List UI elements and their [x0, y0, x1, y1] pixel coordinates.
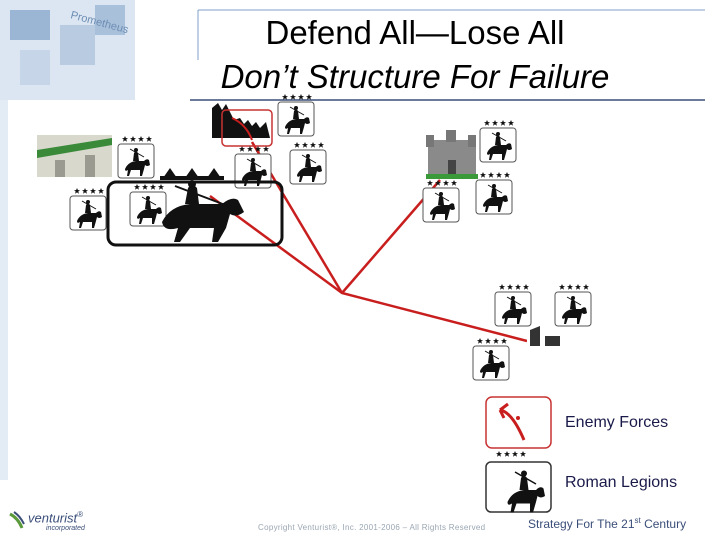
corner-collage-image: Prometheus: [0, 0, 135, 480]
legion-unit: [70, 188, 106, 230]
footer-tagline: Strategy For The 21st Century: [528, 516, 687, 531]
legion-unit: [555, 284, 591, 326]
legion-unit: [480, 120, 516, 162]
small-ruin-icon: [527, 326, 561, 348]
legend-roman-icon: [485, 451, 552, 514]
logo-subtext: incorporated: [46, 525, 85, 532]
legend-enemy-label: Enemy Forces: [565, 414, 669, 431]
slide-title: Defend All—Lose All: [265, 14, 565, 51]
copyright-text: Copyright Venturist®, Inc. 2001-2006 – A…: [258, 523, 486, 532]
legion-unit: [290, 142, 326, 184]
pawn-row-icon: [160, 168, 224, 180]
legion-unit: [476, 172, 512, 214]
ruined-castle-icon: [212, 103, 270, 138]
legion-unit: [130, 184, 166, 226]
legion-unit: [495, 284, 531, 326]
legion-unit: [118, 136, 154, 178]
slide-subtitle: Don’t Structure For Failure: [220, 58, 610, 95]
legend-enemy-icon: [485, 396, 552, 449]
enemy-marker-icon: [221, 109, 273, 147]
left-fortress-icon: [37, 135, 112, 177]
logo-swoosh-icon: [9, 511, 25, 529]
venturist-logo: venturist® incorporated: [8, 508, 108, 538]
main-legion-unit: [106, 180, 284, 247]
legion-unit: [423, 180, 459, 222]
legion-unit: [473, 338, 509, 380]
grey-castle-icon: [426, 130, 478, 179]
legend-roman-label: Roman Legions: [565, 474, 678, 491]
logo-text: venturist®: [28, 510, 84, 526]
